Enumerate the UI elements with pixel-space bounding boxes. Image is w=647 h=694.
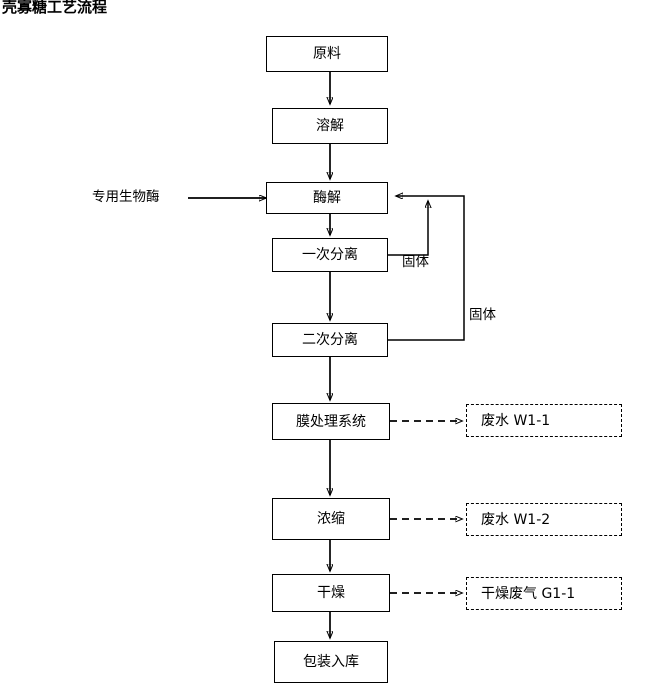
label-solid-recycle-primary-text: 固体 bbox=[402, 254, 429, 270]
page-title-text: 壳寡糖工艺流程 bbox=[2, 0, 108, 16]
node-primary-separation-label: 一次分离 bbox=[302, 247, 358, 263]
label-special-enzyme-text: 专用生物酶 bbox=[92, 189, 160, 205]
node-wastewater-w1-2-label: 废水 W1-2 bbox=[481, 511, 551, 528]
label-solid-recycle-primary: 固体 bbox=[402, 254, 429, 270]
node-drying-label: 干燥 bbox=[317, 585, 345, 601]
node-membrane-system[interactable]: 膜处理系统 bbox=[272, 403, 390, 440]
node-secondary-separation[interactable]: 二次分离 bbox=[272, 323, 388, 357]
node-enzymolysis[interactable]: 酶解 bbox=[266, 182, 388, 214]
label-special-enzyme: 专用生物酶 bbox=[92, 189, 160, 205]
node-raw-material[interactable]: 原料 bbox=[266, 36, 388, 72]
node-dissolve[interactable]: 溶解 bbox=[272, 108, 388, 144]
node-wastewater-w1-2[interactable]: 废水 W1-2 bbox=[466, 503, 622, 536]
page-title: 壳寡糖工艺流程 bbox=[2, 0, 107, 17]
node-concentration[interactable]: 浓缩 bbox=[272, 498, 390, 540]
node-raw-material-label: 原料 bbox=[313, 46, 341, 62]
node-concentration-label: 浓缩 bbox=[317, 511, 345, 527]
node-membrane-system-label: 膜处理系统 bbox=[296, 413, 366, 430]
node-packaging[interactable]: 包装入库 bbox=[274, 641, 388, 683]
node-wastewater-w1-1-label: 废水 W1-1 bbox=[481, 412, 551, 429]
node-packaging-label: 包装入库 bbox=[303, 654, 359, 670]
node-exhaust-gas-g1-1[interactable]: 干燥废气 G1-1 bbox=[466, 577, 622, 610]
node-drying[interactable]: 干燥 bbox=[272, 574, 390, 612]
node-exhaust-gas-g1-1-label: 干燥废气 G1-1 bbox=[481, 585, 576, 602]
label-solid-recycle-secondary: 固体 bbox=[469, 307, 496, 323]
node-dissolve-label: 溶解 bbox=[316, 118, 344, 134]
node-primary-separation[interactable]: 一次分离 bbox=[272, 238, 388, 272]
node-secondary-separation-label: 二次分离 bbox=[302, 332, 358, 348]
edge-primary-solid-recycle bbox=[388, 201, 428, 256]
node-wastewater-w1-1[interactable]: 废水 W1-1 bbox=[466, 404, 622, 437]
label-solid-recycle-secondary-text: 固体 bbox=[469, 307, 496, 323]
node-enzymolysis-label: 酶解 bbox=[313, 190, 341, 206]
